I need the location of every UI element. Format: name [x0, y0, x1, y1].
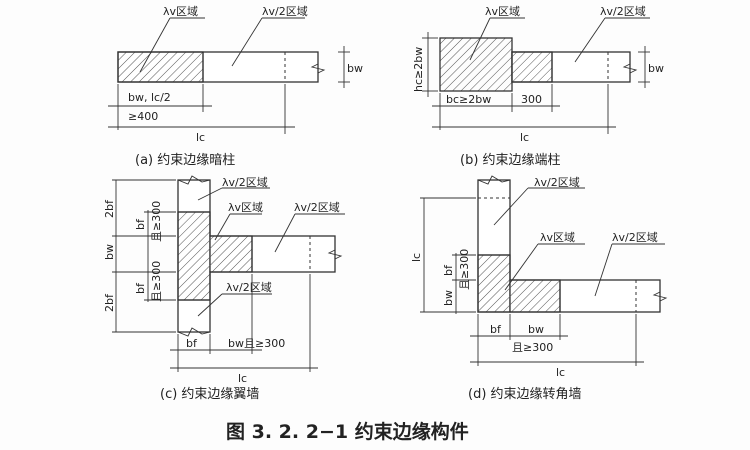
- panel-a-lv-label: λv区域: [163, 5, 198, 18]
- panel-b-lv-label: λv区域: [485, 5, 520, 18]
- caption-d: (d) 约束边缘转角墙: [468, 387, 582, 402]
- panel-c-half-label-web: λv/2区域: [294, 201, 340, 214]
- panel-a-leader-1: [139, 17, 171, 73]
- panel-b-lc-label: lc: [520, 131, 529, 144]
- panel-d-break-mark: [652, 280, 668, 312]
- panel-d-half-label-right: λv/2区域: [612, 231, 658, 244]
- panel-d-bf-bottom: bf: [490, 323, 502, 336]
- panel-a-lv-half-label: λv/2区域: [262, 5, 308, 18]
- panel-c-bw-left: bw: [103, 244, 116, 260]
- panel-d-bw-bottom: bw: [528, 323, 544, 336]
- panel-b: λv区域 λv/2区域 hc≥2bw bw bc≥2bw 300 lc (b) …: [412, 5, 664, 168]
- panel-c-300-top: 且≥300: [150, 201, 163, 242]
- panel-d-bf-left: bf: [442, 264, 455, 276]
- panel-d-lv-label: λv区域: [540, 231, 575, 244]
- panel-c-half-label-bot: λv/2区域: [226, 281, 272, 294]
- panel-d-lc-v-label: lc: [410, 253, 423, 262]
- panel-c-leader-2: [214, 213, 231, 241]
- panel-c-bw-bottom: bw且≥300: [228, 337, 285, 350]
- panel-b-leader-1: [469, 17, 491, 61]
- panel-b-bw-label: bw: [648, 62, 664, 75]
- panel-d-lv-zone: [477, 254, 561, 313]
- panel-a-lv-zone: [117, 51, 204, 83]
- panel-d-bw-left: bw: [442, 290, 455, 306]
- panel-c: λv/2区域 λv区域 λv/2区域 λv/2区域 2bf bw 2bf bf …: [103, 175, 345, 402]
- panel-a: λv区域 λv/2区域 bw bw, lc/2 ≥400 lc (a) 约束边缘…: [108, 5, 363, 168]
- panel-b-leader-2: [574, 17, 606, 63]
- panel-c-break-bot: [177, 327, 211, 337]
- panel-b-wall-lv: [511, 51, 553, 83]
- panel-b-bc-text: bc≥2bw: [446, 93, 491, 106]
- panel-b-column: [439, 37, 513, 92]
- panel-c-bf-top: bf: [134, 218, 147, 230]
- panel-c-2bf-bot: 2bf: [103, 293, 116, 312]
- panel-c-300-bot: 且≥300: [150, 261, 163, 302]
- panel-d-leader-3: [594, 243, 613, 297]
- panel-b-break-mark: [622, 52, 638, 82]
- panel-c-leader-1: [197, 187, 223, 201]
- panel-a-break-mark: [310, 52, 326, 82]
- panel-d-leader-1: [493, 187, 529, 226]
- panel-b-300-text: 300: [521, 93, 542, 106]
- figure-title: 图 3. 2. 2−1 约束边缘构件: [226, 420, 469, 443]
- panel-c-lv-label: λv区域: [228, 201, 263, 214]
- panel-d-300-bottom: 且≥300: [512, 341, 553, 354]
- panel-c-leader-3: [274, 213, 296, 253]
- panel-a-dim-bot-text: ≥400: [128, 110, 158, 123]
- panel-a-leader-2: [231, 17, 263, 67]
- panel-c-leader-4: [197, 293, 223, 317]
- panel-a-dim-top-text: bw, lc/2: [128, 91, 171, 104]
- panel-c-2bf-top: 2bf: [103, 199, 116, 218]
- panel-c-bf-bot: bf: [134, 282, 147, 294]
- caption-b: (b) 约束边缘端柱: [460, 153, 561, 168]
- panel-c-bf-bottom: bf: [186, 337, 198, 350]
- panel-d-lc-label: lc: [556, 366, 565, 379]
- panel-c-half-label-top: λv/2区域: [222, 176, 268, 189]
- caption-c: (c) 约束边缘翼墙: [160, 387, 259, 402]
- panel-c-lc-label: lc: [238, 372, 247, 385]
- panel-a-lc-label: lc: [196, 131, 205, 144]
- panel-b-hc-label: hc≥2bw: [412, 47, 425, 92]
- panel-d-leader-2: [504, 243, 539, 291]
- panel-d-half-label-top: λv/2区域: [534, 176, 580, 189]
- caption-a: (a) 约束边缘暗柱: [135, 153, 235, 168]
- panel-c-break-mark: [327, 236, 343, 272]
- panel-d-300-left: 且≥300: [458, 249, 471, 290]
- panel-d: λv/2区域 λv区域 λv/2区域 lc bf 且≥300 bw bf bw …: [410, 175, 668, 402]
- panel-a-bw-label: bw: [347, 62, 363, 75]
- panel-c-break-top: [177, 175, 211, 185]
- panel-b-lv-half-label: λv/2区域: [600, 5, 646, 18]
- panel-d-break-top: [477, 175, 511, 185]
